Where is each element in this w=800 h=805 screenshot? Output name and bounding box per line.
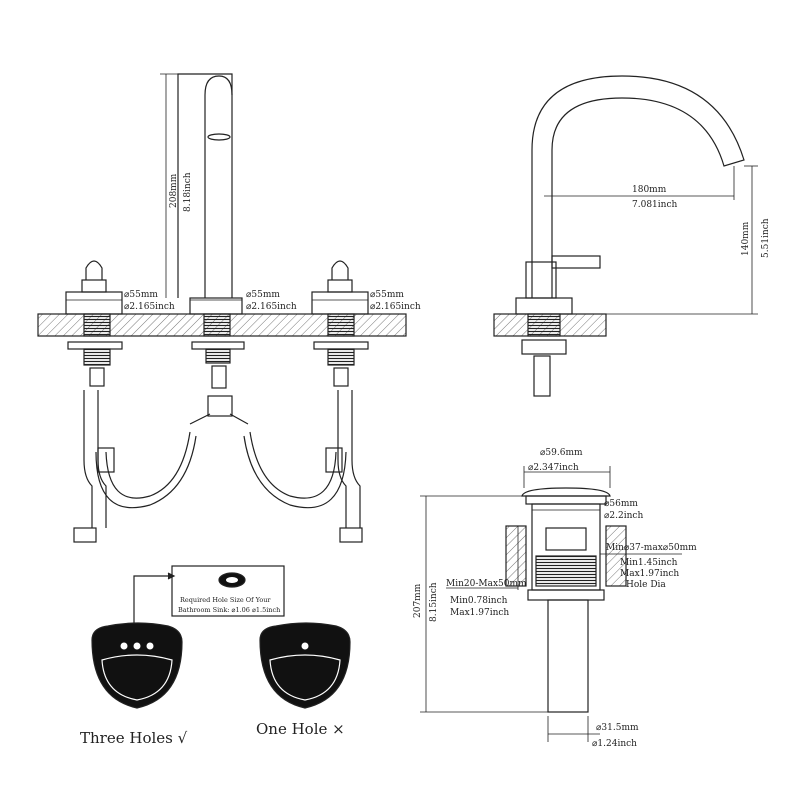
drain-thickness-min: Min0.78inch: [450, 596, 508, 606]
drain-cap-dia-mm: ⌀59.6mm: [540, 448, 583, 458]
side-height-mm: 140mm: [741, 221, 751, 256]
drain-tail-pipe: [547, 599, 589, 713]
left-handle-dia-mm: ⌀55mm: [124, 290, 158, 300]
spout-dia-mm: ⌀55mm: [246, 290, 280, 300]
sink-hole-center: [133, 642, 141, 650]
side-reach-in: 7.081inch: [632, 200, 677, 210]
drain-hole-min: Min1.45inch: [620, 558, 678, 568]
one-hole-sink: [259, 622, 351, 709]
left-handle: [65, 260, 123, 315]
drain-thickness-max: Max1.97inch: [450, 608, 509, 618]
dimension-lines: [66, 73, 758, 742]
note-line-1: Required Hole Size Of Your: [180, 596, 271, 604]
front-height-in: 8.18inch: [183, 172, 193, 212]
drain-tail-dia-mm: ⌀31.5mm: [596, 723, 639, 733]
drain-cap: [521, 487, 611, 497]
right-handle: [311, 260, 369, 315]
three-hole-sink: [91, 622, 183, 709]
sink-hole-right: [146, 642, 154, 650]
right-handle-dia-in: ⌀2.165inch: [370, 302, 421, 312]
three-holes-label: Three Holes √: [80, 729, 188, 747]
drain-hole-max: Max1.97inch: [620, 569, 679, 579]
drain-thickness-range: Min20-Max50mm: [446, 579, 527, 589]
side-gooseneck: [531, 75, 745, 298]
side-height-in: 5.51inch: [761, 218, 771, 258]
drain-length-mm: 207mm: [413, 583, 423, 618]
drain-sink-section: [505, 525, 527, 587]
sink-hole-left: [120, 642, 128, 650]
drain-body-dia-mm: ⌀56mm: [604, 499, 638, 509]
note-box: [171, 565, 285, 617]
drain-cap-dia-in: ⌀2.347inch: [528, 463, 579, 473]
front-spout: [177, 73, 233, 298]
one-hole-label: One Hole ×: [256, 720, 345, 738]
sink-types: [91, 565, 351, 709]
note-line-2: Bathroom Sink: ⌀1.06 ⌀1.5inch: [178, 606, 280, 614]
side-reach-mm: 180mm: [632, 185, 667, 195]
right-handle-dia-mm: ⌀55mm: [370, 290, 404, 300]
drain-body-dia-in: ⌀2.2inch: [604, 511, 643, 521]
drain-tail-dia-in: ⌀1.24inch: [592, 739, 637, 749]
left-handle-dia-in: ⌀2.165inch: [124, 302, 175, 312]
drain-length-in: 8.15inch: [429, 582, 439, 622]
front-faucet: [37, 73, 407, 543]
sink-hole-single: [301, 642, 309, 650]
side-faucet: [493, 75, 745, 397]
front-height-mm: 208mm: [169, 173, 179, 208]
spout-dia-in: ⌀2.165inch: [246, 302, 297, 312]
pop-up-drain: [505, 487, 627, 713]
drain-hole-range: Min⌀37-max⌀50mm: [606, 543, 697, 553]
drain-hole-dia: Hole Dia: [626, 580, 666, 590]
